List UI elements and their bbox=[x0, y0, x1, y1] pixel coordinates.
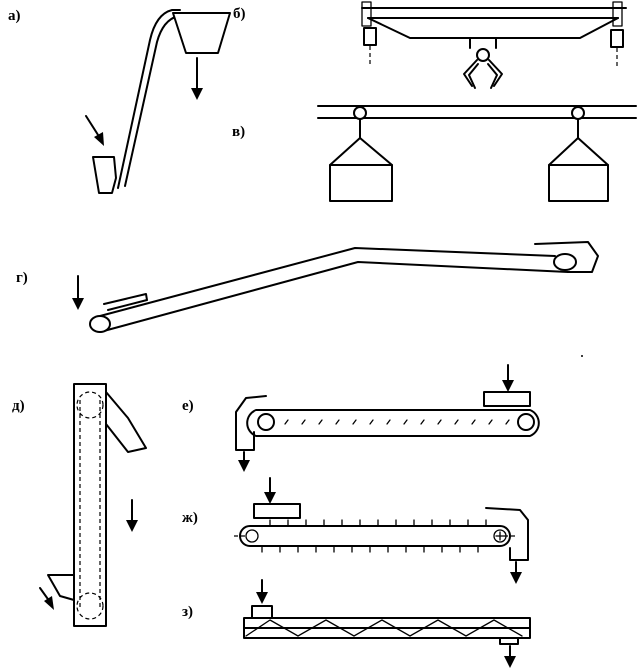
inclined-belt-conveyor-icon: г) bbox=[16, 241, 599, 333]
screw-conveyor-icon: з) bbox=[182, 579, 531, 668]
label-a: а) bbox=[8, 8, 21, 24]
inclined-elevator-icon: а) bbox=[8, 8, 181, 194]
label-zh: ж) bbox=[182, 510, 198, 526]
feed-arrow-a bbox=[85, 115, 104, 146]
label-e: е) bbox=[182, 398, 194, 414]
overhead-crane-grab-icon bbox=[361, 1, 627, 89]
monorail-conveyor-icon: в) bbox=[232, 105, 637, 202]
hopper-icon: б) bbox=[172, 6, 246, 100]
label-g: г) bbox=[16, 270, 28, 286]
label-v: в) bbox=[232, 124, 245, 140]
label-z: з) bbox=[182, 604, 193, 620]
plate-conveyor-icon: е) bbox=[182, 364, 540, 472]
vertical-bucket-elevator-icon: д) bbox=[12, 383, 147, 627]
scraper-conveyor-icon: ж) bbox=[182, 477, 529, 584]
label-d: д) bbox=[12, 398, 25, 414]
label-b: б) bbox=[233, 6, 246, 22]
